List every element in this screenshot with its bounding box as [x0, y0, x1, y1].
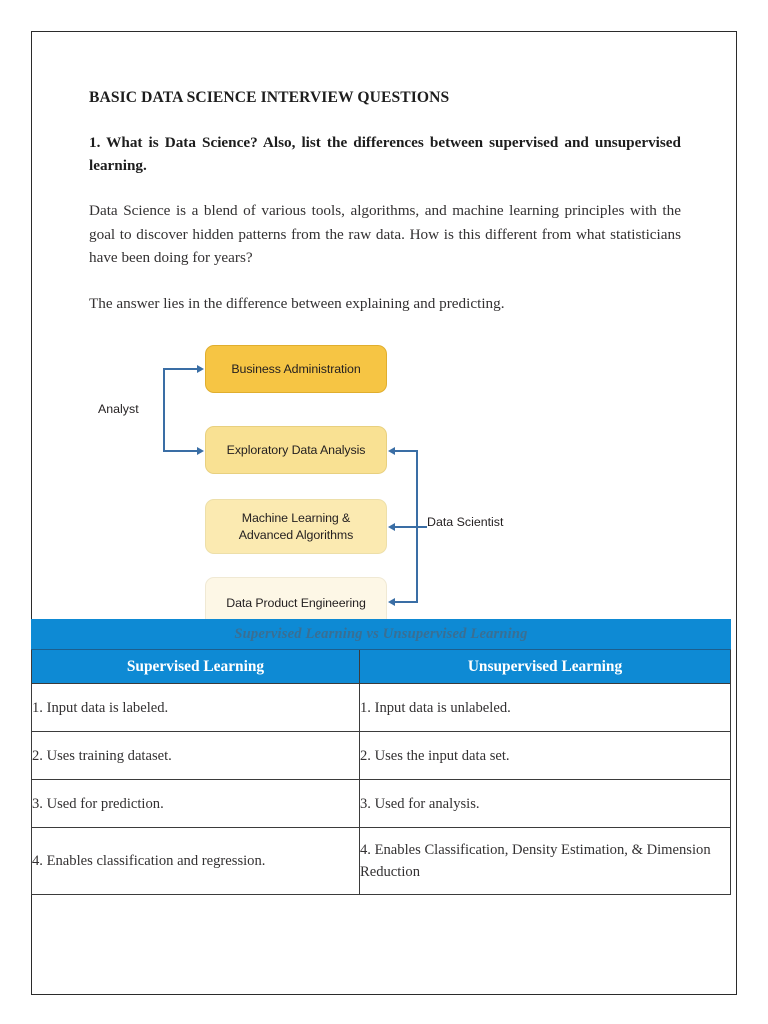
- diagram-box-exploratory-data-analysis: Exploratory Data Analysis: [205, 426, 387, 474]
- question-heading: 1. What is Data Science? Also, list the …: [89, 134, 681, 174]
- document-page: BASIC DATA SCIENCE INTERVIEW QUESTIONS 1…: [31, 31, 737, 995]
- scientist-arrow-row3-icon: [388, 597, 395, 606]
- table-caption-row: Supervised Learning vs Unsupervised Lear…: [31, 619, 731, 650]
- analyst-arrow-bottom-icon: [197, 446, 204, 455]
- scientist-connector-stub: [416, 526, 427, 528]
- diagram-box-machine-learning-text: Machine Learning & Advanced Algorithms: [239, 510, 354, 544]
- scientist-connector-row1: [395, 450, 418, 452]
- cell-unsupervised-3: 3. Used for analysis.: [359, 779, 731, 828]
- cell-unsupervised-2: 2. Uses the input data set.: [359, 731, 731, 780]
- table-header-row: Supervised Learning Unsupervised Learnin…: [31, 649, 731, 684]
- table-caption: Supervised Learning vs Unsupervised Lear…: [31, 619, 731, 650]
- ml-line-2: Advanced Algorithms: [238, 527, 354, 542]
- table-row: 3. Used for prediction. 3. Used for anal…: [31, 779, 731, 828]
- diagram-box-machine-learning: Machine Learning & Advanced Algorithms: [205, 499, 387, 554]
- scientist-arrow-row1-icon: [388, 446, 395, 455]
- table-row: 2. Uses training dataset. 2. Uses the in…: [31, 731, 731, 780]
- analyst-label: Analyst: [98, 402, 139, 416]
- comparison-table: Supervised Learning vs Unsupervised Lear…: [31, 619, 731, 895]
- cell-unsupervised-4: 4. Enables Classification, Density Estim…: [359, 827, 731, 895]
- cell-supervised-4: 4. Enables classification and regression…: [31, 827, 360, 895]
- answer-paragraph-1: Data Science is a blend of various tools…: [89, 202, 681, 266]
- ml-line-1: Machine Learning &: [241, 510, 351, 525]
- analyst-connector-bottom: [163, 450, 199, 452]
- column-header-supervised: Supervised Learning: [31, 649, 360, 684]
- scientist-connector-row2: [395, 526, 418, 528]
- table-row: 1. Input data is labeled. 1. Input data …: [31, 683, 731, 732]
- cell-unsupervised-1: 1. Input data is unlabeled.: [359, 683, 731, 732]
- analyst-connector-top: [163, 368, 199, 370]
- analyst-arrow-top-icon: [197, 364, 204, 373]
- text-content: BASIC DATA SCIENCE INTERVIEW QUESTIONS 1…: [89, 89, 681, 315]
- answer-paragraph-2: The answer lies in the difference betwee…: [89, 294, 505, 312]
- analyst-connector-spine: [163, 368, 165, 452]
- diagram-box-business-administration: Business Administration: [205, 345, 387, 393]
- column-header-unsupervised: Unsupervised Learning: [359, 649, 731, 684]
- scientist-connector-row3: [395, 601, 418, 603]
- scientist-arrow-row2-icon: [388, 522, 395, 531]
- cell-supervised-1: 1. Input data is labeled.: [31, 683, 360, 732]
- table-row: 4. Enables classification and regression…: [31, 827, 731, 895]
- data-scientist-label: Data Scientist: [427, 515, 504, 529]
- cell-supervised-3: 3. Used for prediction.: [31, 779, 360, 828]
- roles-diagram: Analyst Data Scientist Business Administ…: [89, 309, 681, 629]
- page-title: BASIC DATA SCIENCE INTERVIEW QUESTIONS: [89, 89, 450, 106]
- cell-supervised-2: 2. Uses training dataset.: [31, 731, 360, 780]
